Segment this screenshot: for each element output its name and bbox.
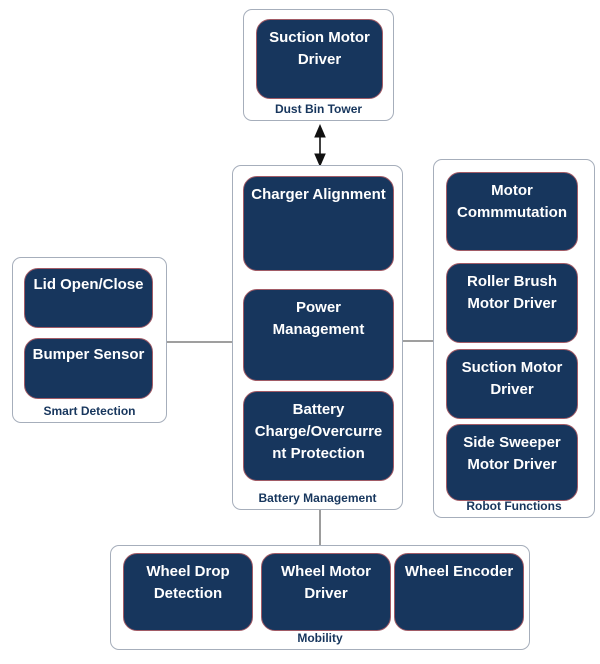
node-side-sweeper-motor-driver: Side Sweeper Motor Driver (446, 424, 578, 501)
node-power-management: Power Management (243, 289, 394, 381)
node-bumper-sensor: Bumper Sensor (24, 338, 153, 399)
group-mobility: Wheel Drop Detection Wheel Motor Driver … (110, 545, 530, 650)
node-wheel-encoder: Wheel Encoder (394, 553, 524, 631)
group-dust-bin-tower: Suction Motor Driver Dust Bin Tower (243, 9, 394, 121)
group-robot-functions: Motor Commmutation Roller Brush Motor Dr… (433, 159, 595, 518)
group-caption-mobility: Mobility (297, 631, 343, 645)
group-caption-battery-management: Battery Management (258, 491, 377, 505)
node-suction-motor-driver-top: Suction Motor Driver (256, 19, 383, 99)
group-caption-dust-bin-tower: Dust Bin Tower (274, 102, 363, 116)
node-motor-commutation: Motor Commmutation (446, 172, 578, 251)
group-caption-smart-detection: Smart Detection (43, 404, 136, 418)
group-smart-detection: Lid Open/Close Bumper Sensor Smart Detec… (12, 257, 167, 423)
node-roller-brush-motor-driver: Roller Brush Motor Driver (446, 263, 578, 343)
node-suction-motor-driver-right: Suction Motor Driver (446, 349, 578, 419)
group-battery-management: Charger Alignment Power Management Batte… (232, 165, 403, 510)
node-battery-charge-overcurrent-protection: Battery Charge/Overcurre nt Protection (243, 391, 394, 481)
node-lid-open-close: Lid Open/Close (24, 268, 153, 328)
connector-dustbin-battery-arrow (314, 124, 326, 167)
node-wheel-drop-detection: Wheel Drop Detection (123, 553, 253, 631)
node-charger-alignment: Charger Alignment (243, 176, 394, 271)
group-caption-robot-functions: Robot Functions (466, 499, 562, 513)
node-wheel-motor-driver: Wheel Motor Driver (261, 553, 391, 631)
